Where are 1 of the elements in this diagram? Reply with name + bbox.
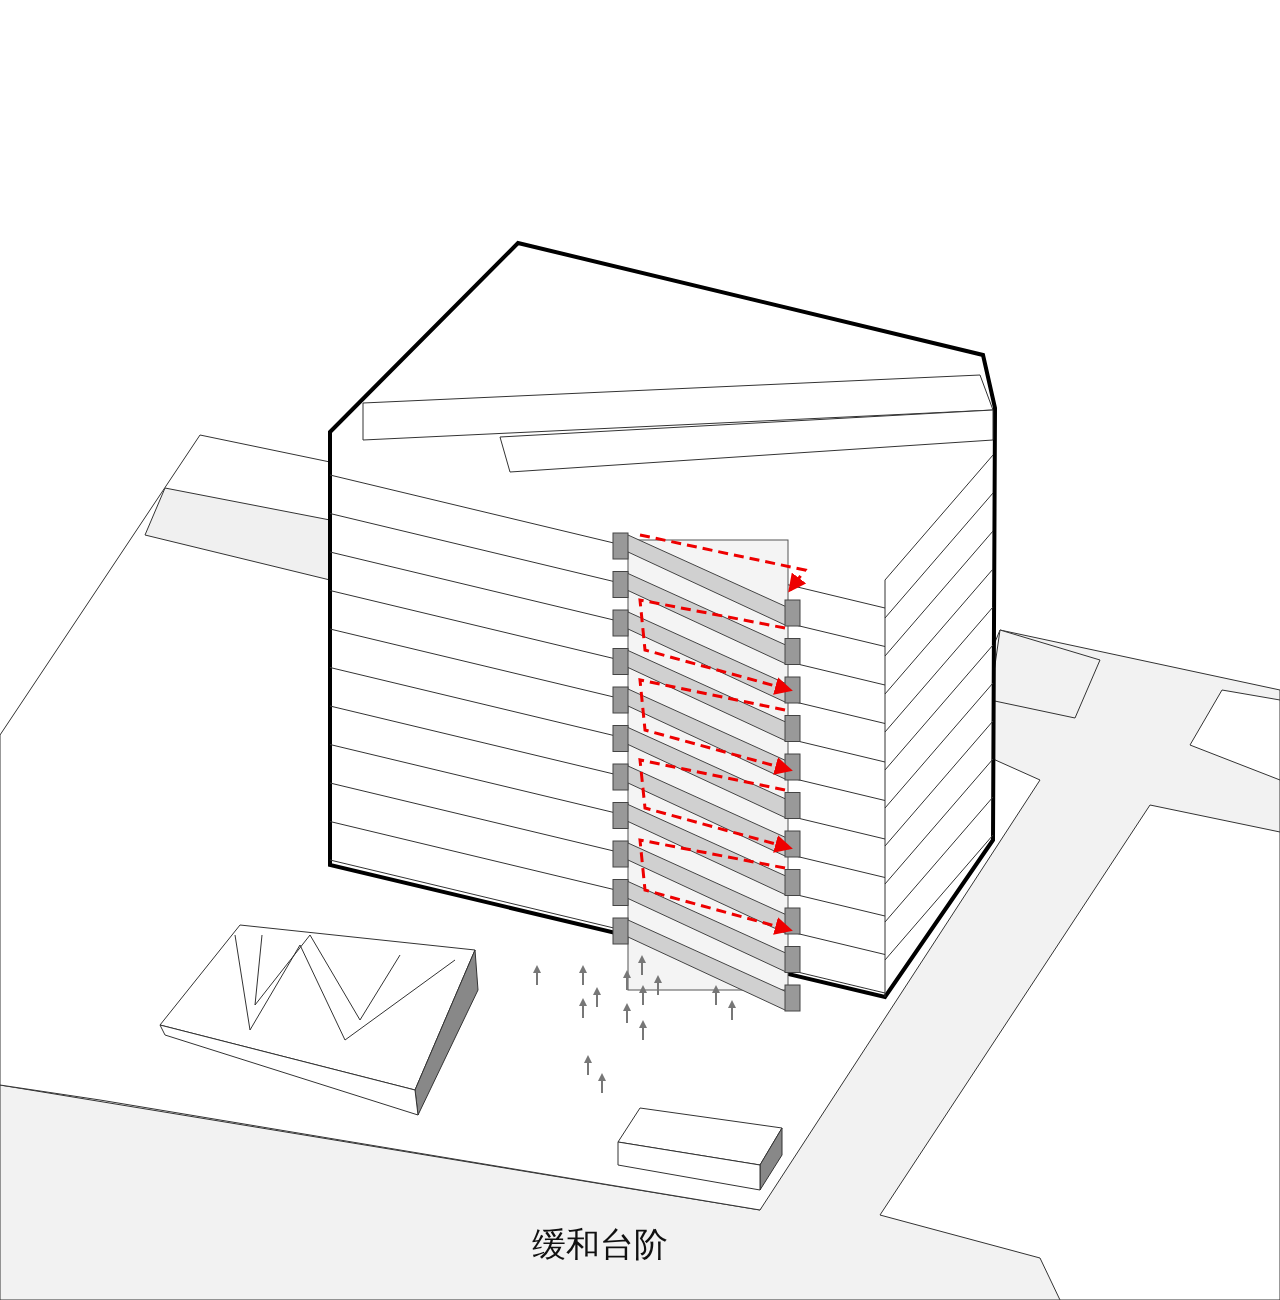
caption: 缓和台阶 xyxy=(531,1223,669,1266)
